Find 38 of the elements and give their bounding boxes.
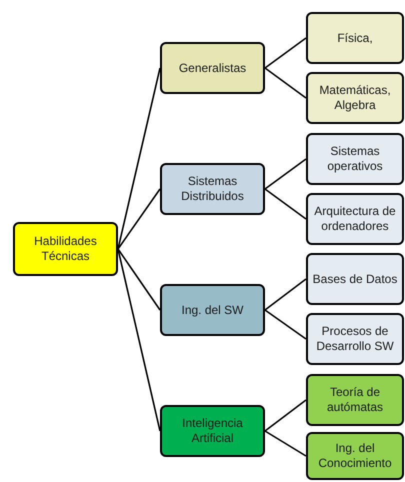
rounded-box: [160, 163, 265, 215]
box-label: Física,: [337, 30, 373, 46]
connector-line: [264, 67, 306, 99]
box-label: Inteligencia Artificial: [181, 416, 244, 446]
box-label: Ing. del Conocimiento: [317, 441, 393, 471]
box-label: Generalistas: [178, 60, 246, 76]
rounded-box: [160, 42, 265, 94]
rounded-box: [306, 313, 404, 365]
connector-line: [264, 430, 306, 457]
rounded-box: [160, 405, 265, 457]
box-label: Matemáticas, Algebra: [318, 83, 392, 113]
box-label: Habilidades Técnicas: [33, 234, 98, 264]
connector-line: [117, 248, 161, 432]
connector-line: [264, 158, 306, 190]
box-label: Ing. del SW: [181, 302, 244, 318]
connector-line: [117, 188, 161, 250]
connector-line: [117, 68, 161, 250]
box-label: Sistemas Distribuidos: [180, 174, 245, 204]
rounded-box: [306, 253, 404, 305]
rounded-box: [306, 374, 404, 426]
rounded-box: [306, 432, 404, 480]
box-label: Bases de Datos: [312, 272, 398, 286]
box-label: Sistemas operativos: [326, 144, 384, 174]
connector-line: [264, 399, 306, 432]
connector-line: [117, 248, 161, 310]
rounded-box: [306, 72, 404, 124]
rounded-box: [306, 12, 404, 64]
connector-line: [264, 37, 306, 69]
rounded-box: [160, 284, 265, 336]
rounded-box: [306, 193, 404, 245]
rounded-box: [13, 222, 118, 276]
box-label: Teoría de autómatas: [326, 385, 384, 415]
connector-line: [264, 278, 306, 311]
rounded-box: [306, 133, 404, 185]
connector-line: [264, 309, 306, 340]
box-label: Procesos de Desarrollo SW: [315, 324, 395, 354]
box-label: Arquitectura de ordenadores: [313, 204, 397, 234]
connector-line: [264, 188, 306, 220]
